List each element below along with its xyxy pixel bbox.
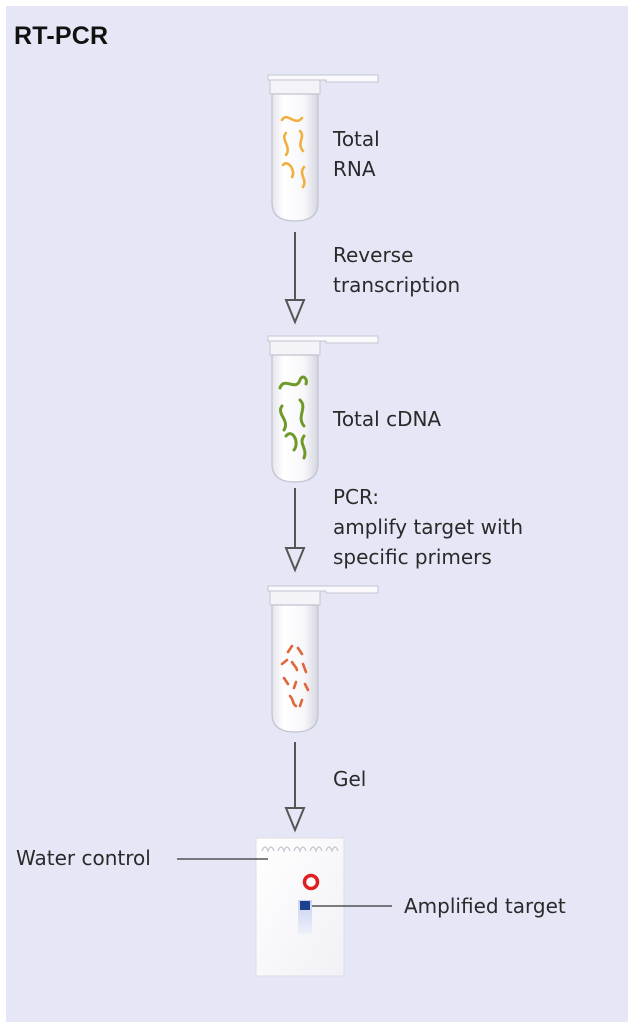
water-control-spot (302, 873, 320, 891)
label-reverse-transcription: Reverse transcription (333, 243, 461, 297)
gel-wells (261, 846, 339, 853)
cdna-strands (278, 375, 308, 460)
label-water-control: Water control (16, 846, 151, 870)
label-pcr: PCR: amplify target with specific primer… (333, 485, 524, 569)
label-gel: Gel (333, 767, 367, 791)
arrow-pcr (284, 488, 306, 573)
amplified-target-band (300, 901, 310, 910)
diagram-title: RT-PCR (14, 22, 109, 50)
arrow-reverse-transcription (284, 232, 306, 325)
tube-total-cdna (267, 335, 379, 483)
gel (255, 837, 345, 977)
label-total-cdna: Total cDNA (333, 407, 442, 431)
arrow-gel (284, 742, 306, 833)
pcr-fragments (280, 644, 310, 708)
tube-pcr-product (267, 585, 379, 733)
tube-total-rna (267, 74, 379, 222)
rna-strands (280, 115, 306, 189)
label-amplified-target: Amplified target (404, 894, 566, 918)
label-total-rna: Total RNA (333, 127, 380, 181)
